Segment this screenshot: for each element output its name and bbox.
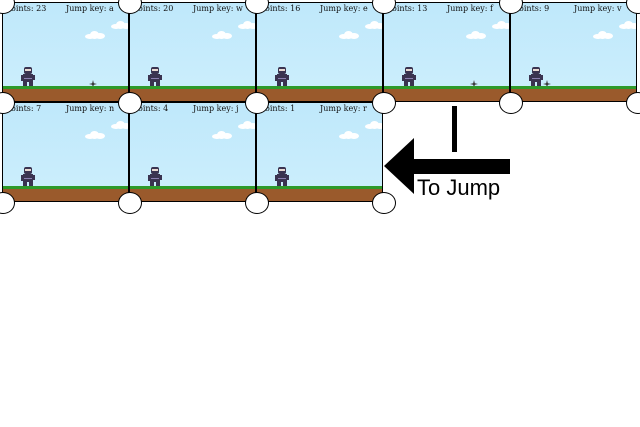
cloud bbox=[365, 21, 382, 29]
game-panel: Points: 4 Jump key: j bbox=[129, 102, 256, 202]
panel-notch bbox=[499, 92, 523, 114]
cloud bbox=[238, 121, 255, 129]
cloud bbox=[339, 31, 359, 39]
arrow-left-icon bbox=[384, 138, 510, 194]
points-readout: Points: 1 bbox=[260, 104, 296, 113]
panel-notch bbox=[372, 92, 396, 114]
jump-key-readout: Jump key: v bbox=[574, 4, 622, 13]
game-panel: Points: 23 Jump key: a bbox=[2, 2, 129, 102]
cloud bbox=[238, 21, 255, 29]
cloud bbox=[593, 31, 613, 39]
ground bbox=[130, 186, 255, 201]
shuriken-icon bbox=[470, 73, 478, 92]
cloud bbox=[492, 21, 509, 29]
jump-hint-arrow bbox=[384, 106, 510, 194]
points-readout: Points: 20 bbox=[133, 4, 174, 13]
points-readout: Points: 23 bbox=[6, 4, 47, 13]
ground bbox=[384, 86, 509, 101]
jump-key-readout: Jump key: a bbox=[66, 4, 114, 13]
panel-notch bbox=[245, 92, 269, 114]
panel-notch bbox=[626, 92, 640, 114]
cloud bbox=[212, 31, 232, 39]
jump-key-readout: Jump key: e bbox=[320, 4, 368, 13]
panel-notch bbox=[118, 192, 142, 214]
cloud bbox=[85, 31, 105, 39]
cloud bbox=[111, 21, 128, 29]
points-readout: Points: 7 bbox=[6, 104, 42, 113]
panel-notch bbox=[372, 192, 396, 214]
jump-key-readout: Jump key: n bbox=[66, 104, 115, 113]
ground bbox=[3, 86, 128, 101]
points-readout: Points: 4 bbox=[133, 104, 169, 113]
points-readout: Points: 13 bbox=[387, 4, 428, 13]
cloud bbox=[212, 131, 232, 139]
cloud bbox=[466, 31, 486, 39]
cloud bbox=[111, 121, 128, 129]
game-panel: Points: 16 Jump key: e bbox=[256, 2, 383, 102]
jump-hint-label: To Jump bbox=[417, 175, 501, 200]
game-panel: Points: 20 Jump key: w bbox=[129, 2, 256, 102]
cloud bbox=[365, 121, 382, 129]
ground bbox=[257, 186, 382, 201]
panel-notch bbox=[118, 92, 142, 114]
game-panel: Points: 1 Jump key: r bbox=[256, 102, 383, 202]
jump-key-readout: Jump key: j bbox=[193, 104, 239, 113]
jump-hint-stem bbox=[452, 106, 457, 152]
cloud bbox=[619, 21, 636, 29]
shuriken-icon bbox=[543, 73, 551, 92]
game-panel: Points: 9 Jump key: v bbox=[510, 2, 637, 102]
jump-key-readout: Jump key: w bbox=[193, 4, 243, 13]
ground bbox=[257, 86, 382, 101]
jump-key-readout: Jump key: f bbox=[447, 4, 493, 13]
cloud bbox=[85, 131, 105, 139]
cloud bbox=[339, 131, 359, 139]
ground bbox=[130, 86, 255, 101]
panel-notch bbox=[245, 192, 269, 214]
ground bbox=[3, 186, 128, 201]
game-panel: Points: 13 Jump key: f bbox=[383, 2, 510, 102]
jump-key-readout: Jump key: r bbox=[320, 104, 367, 113]
points-readout: Points: 9 bbox=[514, 4, 550, 13]
points-readout: Points: 16 bbox=[260, 4, 301, 13]
ground bbox=[511, 86, 636, 101]
shuriken-icon bbox=[89, 73, 97, 92]
game-panel: Points: 7 Jump key: n bbox=[2, 102, 129, 202]
